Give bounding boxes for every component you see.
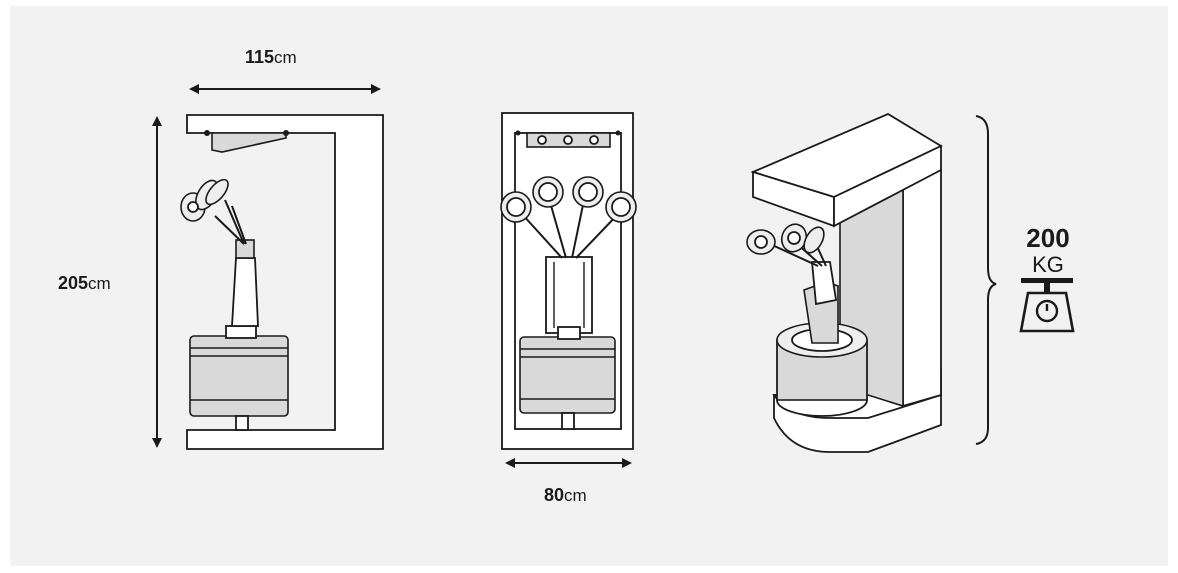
width-label-side: 115cm bbox=[245, 47, 297, 67]
side-top-mount bbox=[211, 132, 287, 153]
iso-whisk-3 bbox=[803, 226, 825, 254]
front-view bbox=[500, 112, 637, 450]
height-label: 205cm bbox=[58, 273, 111, 293]
weight-unit: KG bbox=[1032, 252, 1064, 277]
iso-back-column bbox=[902, 168, 942, 408]
isometric-view bbox=[746, 112, 943, 453]
width-label-front: 80cm bbox=[544, 485, 587, 505]
side-view bbox=[180, 114, 384, 450]
scale-icon bbox=[1019, 278, 1075, 333]
front-arm-body bbox=[545, 256, 593, 334]
side-arm-column bbox=[231, 257, 259, 327]
weight-value: 200 bbox=[1026, 223, 1069, 253]
height-brace bbox=[975, 115, 997, 445]
